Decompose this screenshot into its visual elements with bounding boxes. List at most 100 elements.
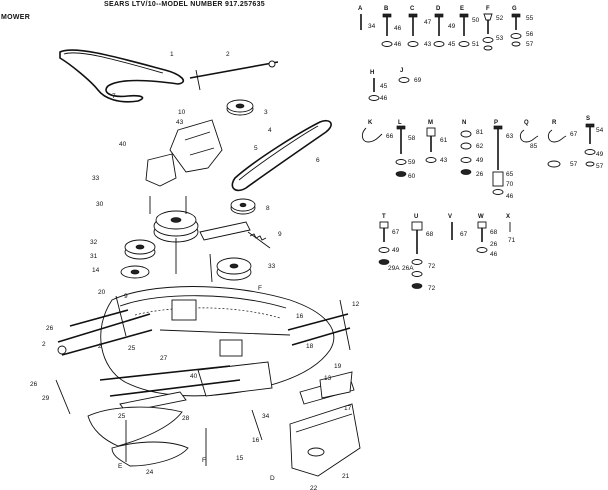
svg-text:46: 46 (506, 193, 514, 200)
svg-text:29A: 29A (388, 265, 400, 272)
svg-text:46: 46 (380, 95, 388, 102)
blade-front-right (289, 403, 361, 477)
svg-text:59: 59 (408, 159, 416, 166)
svg-text:72: 72 (428, 263, 436, 270)
svg-text:15: 15 (236, 455, 244, 462)
svg-text:43: 43 (424, 41, 432, 48)
svg-text:E: E (460, 6, 464, 12)
svg-text:19: 19 (334, 363, 342, 370)
svg-text:30: 30 (96, 201, 104, 208)
svg-text:31: 31 (90, 253, 98, 260)
svg-text:L: L (398, 120, 402, 126)
svg-text:3: 3 (264, 109, 268, 116)
svg-text:62: 62 (476, 143, 484, 150)
mower-deck (100, 286, 335, 397)
svg-text:22: 22 (310, 485, 318, 490)
svg-text:50: 50 (472, 17, 480, 24)
hardware-panel: A34 B46 46 C47 43 D49 45 E50 51 F52 53 G… (358, 6, 604, 292)
svg-text:47: 47 (424, 19, 432, 26)
svg-text:57: 57 (526, 41, 534, 48)
svg-text:67: 67 (460, 231, 468, 238)
drive-belt-1 (59, 49, 184, 103)
svg-text:21: 21 (342, 473, 350, 480)
svg-text:A: A (358, 6, 363, 12)
svg-text:60: 60 (408, 173, 416, 180)
svg-text:40: 40 (190, 373, 198, 380)
pulley-right (230, 198, 256, 215)
svg-text:49: 49 (392, 247, 400, 254)
svg-text:57: 57 (596, 163, 604, 170)
svg-text:16: 16 (296, 313, 304, 320)
svg-text:70: 70 (506, 181, 514, 188)
hardware-row-2: H45 46 J69 (368, 68, 422, 102)
svg-text:20: 20 (98, 289, 106, 296)
svg-text:J: J (400, 68, 403, 74)
svg-text:49: 49 (596, 151, 604, 158)
svg-text:4: 4 (268, 127, 272, 134)
svg-text:34: 34 (368, 23, 376, 30)
lift-linkage (57, 295, 241, 413)
svg-text:K: K (368, 120, 373, 126)
svg-text:D: D (436, 6, 441, 12)
svg-text:34: 34 (262, 413, 270, 420)
svg-text:28: 28 (182, 415, 190, 422)
svg-text:51: 51 (472, 41, 480, 48)
svg-text:1: 1 (170, 51, 174, 58)
svg-text:49: 49 (448, 23, 456, 30)
svg-text:25: 25 (128, 345, 136, 352)
svg-text:T: T (382, 214, 386, 220)
hardware-row-3: K66 L58 59 60 M61 43 N81 62 49 26 P63 65… (361, 116, 604, 200)
svg-text:18: 18 (306, 343, 314, 350)
svg-text:26: 26 (476, 171, 484, 178)
svg-text:M: M (428, 120, 433, 126)
svg-text:56: 56 (526, 31, 534, 38)
svg-text:13: 13 (324, 375, 332, 382)
svg-text:43: 43 (176, 119, 184, 126)
svg-text:68: 68 (490, 229, 498, 236)
svg-text:16: 16 (252, 437, 260, 444)
svg-text:G: G (512, 6, 517, 12)
svg-text:46: 46 (490, 251, 498, 258)
svg-text:26: 26 (30, 381, 38, 388)
svg-text:6: 6 (316, 157, 320, 164)
svg-text:55: 55 (526, 15, 534, 22)
svg-text:N: N (462, 120, 466, 126)
svg-text:49: 49 (476, 157, 484, 164)
svg-text:E: E (118, 463, 123, 470)
svg-text:Q: Q (524, 120, 529, 126)
idler-bracket (145, 119, 271, 249)
svg-text:61: 61 (440, 137, 448, 144)
svg-text:67: 67 (570, 131, 578, 138)
svg-text:69: 69 (414, 77, 422, 84)
svg-text:40: 40 (119, 141, 127, 148)
pulley-spindle-left (120, 265, 150, 279)
blade-front-left (87, 406, 189, 467)
anti-scalp-wheel (319, 371, 353, 399)
svg-text:14: 14 (92, 267, 100, 274)
svg-text:45: 45 (380, 83, 388, 90)
svg-text:9: 9 (278, 231, 282, 238)
svg-text:72: 72 (428, 285, 436, 292)
svg-text:F: F (202, 457, 206, 464)
svg-text:R: R (552, 120, 557, 126)
section-label: MOWER (1, 14, 31, 21)
svg-text:52: 52 (496, 15, 504, 22)
pulley-center-stack (153, 210, 199, 243)
svg-text:7: 7 (112, 93, 116, 100)
pulley-top (226, 99, 254, 116)
svg-text:D: D (270, 475, 275, 482)
svg-text:46: 46 (394, 25, 402, 32)
diagram-title: SEARS LTV/10--MODEL NUMBER 917.257635 (104, 1, 265, 8)
svg-text:85: 85 (530, 143, 538, 150)
svg-text:33: 33 (92, 175, 100, 182)
svg-text:26: 26 (490, 241, 498, 248)
svg-text:65: 65 (506, 171, 514, 178)
drive-belt-2 (231, 119, 332, 192)
svg-text:46: 46 (394, 41, 402, 48)
svg-text:33: 33 (268, 263, 276, 270)
svg-text:54: 54 (596, 127, 604, 134)
svg-text:2: 2 (98, 343, 102, 350)
svg-text:26: 26 (46, 325, 54, 332)
